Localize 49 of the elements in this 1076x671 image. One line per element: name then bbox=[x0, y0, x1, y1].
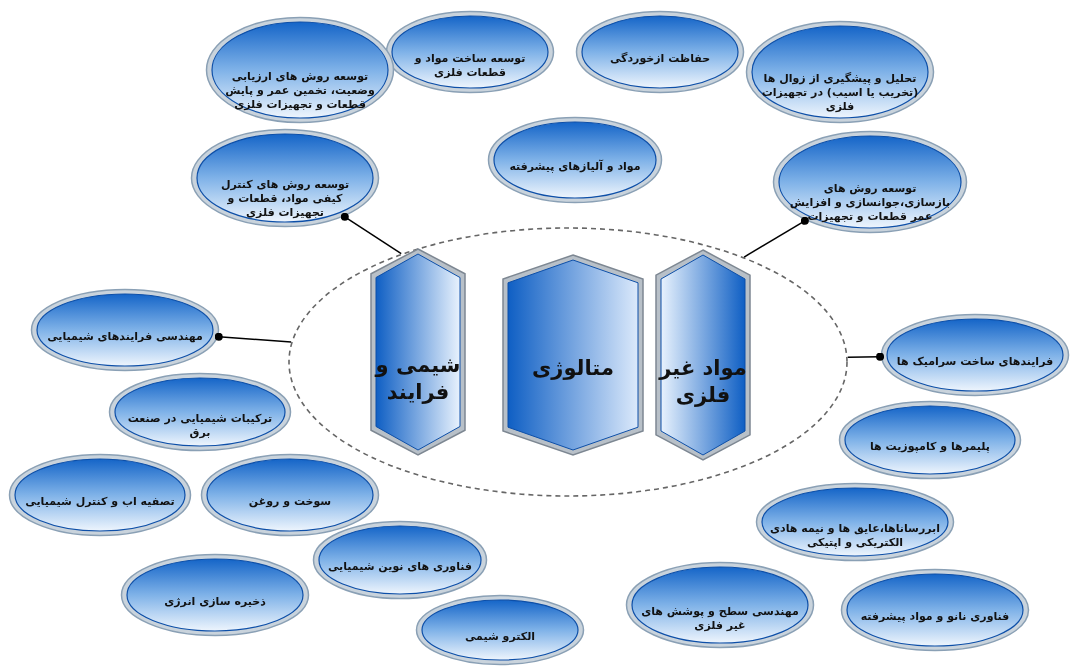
topic-text: توسعه روش های بازسازی،جوانسازی و افزایش عمر قطعات و تجهیزات bbox=[788, 182, 952, 224]
topic-text: تحلیل و پیشگیری از زوال ها (تخریب یا اسیب) در تجهیزات فلزی bbox=[760, 72, 920, 114]
topic-text: فناوری های نوین شیمیایی bbox=[326, 560, 473, 574]
hexagon-panel bbox=[503, 255, 643, 455]
topic-ellipse bbox=[385, 10, 555, 94]
topic-ellipse bbox=[312, 520, 488, 600]
topic-ellipse bbox=[575, 10, 745, 94]
leader-line bbox=[743, 216, 809, 258]
topic-text: فرایندهای ساخت سرامیک ها bbox=[895, 355, 1055, 369]
topic-text: مهندسی سطح و پوشش های غیر فلزی bbox=[640, 605, 800, 633]
topic-text: توسعه روش های ارزیابی وضعیت، تخمین عمر و پایش قطعات و تجهیزات فلزی bbox=[224, 70, 376, 112]
topic-text: فناوری نانو و مواد پیشرفته bbox=[859, 610, 1011, 624]
topic-text: تصفیه اب و کنترل شیمیایی bbox=[24, 495, 176, 509]
topic-text: توسعه روش های کنترل کیفی مواد، قطعات و تجهیزات فلزی bbox=[219, 178, 351, 220]
topic-text: ذخیره سازی انرژی bbox=[163, 595, 267, 609]
topic-text: سوخت و روغن bbox=[247, 495, 333, 509]
hexagon-panel bbox=[656, 250, 750, 460]
topic-text: مواد و آلیازهای پیشرفته bbox=[508, 160, 642, 174]
topic-ellipse bbox=[200, 453, 380, 537]
dashed-ellipse bbox=[288, 227, 848, 497]
panel-title: مواد غیر فلزی bbox=[658, 355, 748, 410]
topic-ellipse bbox=[190, 128, 380, 228]
topic-ellipse bbox=[415, 594, 585, 666]
topic-text: مهندسی فرایندهای شیمیایی bbox=[46, 330, 204, 344]
topic-ellipse bbox=[120, 553, 310, 637]
topic-ellipse bbox=[840, 568, 1030, 652]
topic-ellipse bbox=[772, 130, 968, 234]
hexagon-panel bbox=[371, 249, 465, 455]
panel-title: شیمی و فرایند bbox=[373, 352, 462, 407]
leader-line bbox=[214, 332, 292, 343]
leader-line bbox=[340, 212, 402, 255]
topic-text: ابررساناها،عایق ها و نیمه هادی الکتریکی و اپتیکی bbox=[770, 522, 940, 550]
topic-text: توسعه ساخت مواد و قطعات فلزی bbox=[413, 52, 527, 80]
topic-ellipse bbox=[30, 288, 220, 372]
topic-ellipse bbox=[487, 116, 663, 204]
topic-text: ترکیبات شیمیایی در صنعت برق bbox=[126, 412, 274, 440]
topic-text: الکترو شیمی bbox=[463, 630, 537, 644]
topic-ellipse bbox=[838, 400, 1022, 480]
topic-ellipse bbox=[880, 313, 1070, 397]
topic-ellipse bbox=[755, 482, 955, 562]
topic-text: حفاظت ازخوردگی bbox=[608, 52, 712, 66]
topic-text: پلیمرها و کامپوزیت ها bbox=[869, 440, 991, 454]
topic-ellipse bbox=[625, 561, 815, 649]
leader-line bbox=[847, 352, 885, 361]
topic-ellipse bbox=[745, 20, 935, 124]
panel-title: متالوژی bbox=[531, 355, 615, 382]
topic-ellipse bbox=[108, 372, 292, 452]
topic-ellipse bbox=[8, 453, 192, 537]
topic-ellipse bbox=[205, 16, 395, 124]
